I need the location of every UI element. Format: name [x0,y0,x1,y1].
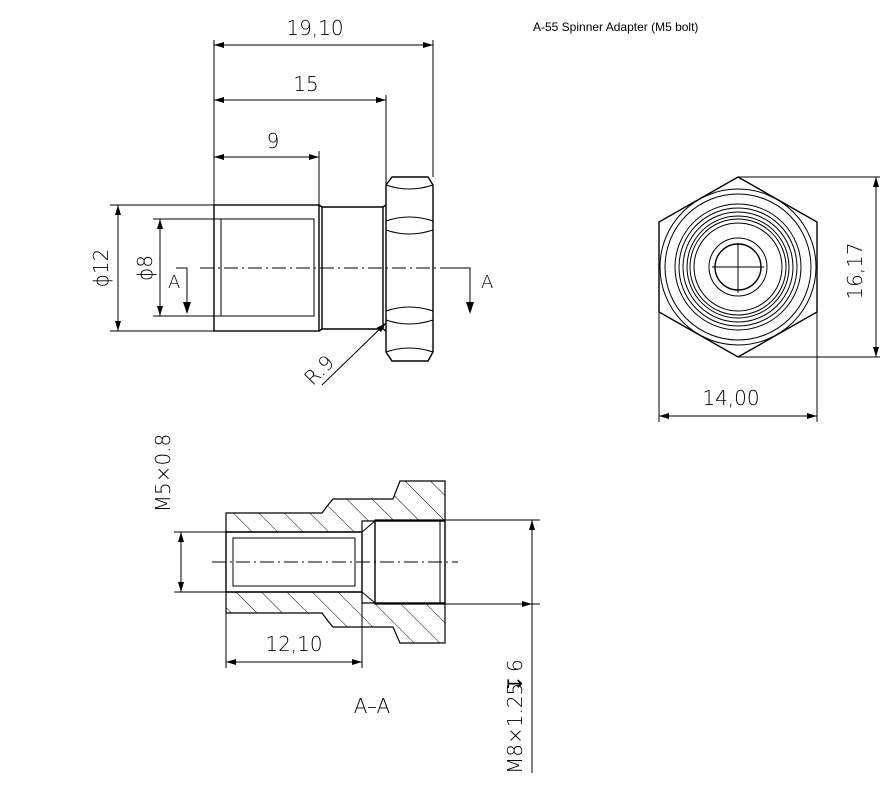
dim-thread-small: M5×0.8 [151,434,175,513]
end-view-outer-circle [659,188,817,346]
dim-height: 16,17 [843,242,867,299]
drawing-title: A-55 Spinner Adapter (M5 bolt) [533,20,698,34]
dim-overall-length: 19,10 [286,16,343,40]
section-wall-top [225,480,446,533]
depth-symbol: ↧ [503,675,527,692]
dim-radius-leader [321,322,387,386]
section-mark-left: A [168,272,180,293]
section-mark-right: A [481,272,493,293]
section-view: M5×0.8 M8×1.25 ↧ 6 12,10 A–A [151,434,540,774]
side-view-body [213,204,387,332]
dim-section-length: 12,10 [265,632,322,656]
dim-thread-large: M8×1.25 [503,683,527,774]
dim-width: 14,00 [702,386,759,410]
side-view-hex [385,176,434,362]
dim-thread-length: 9 [267,129,280,153]
dim-radius: R.9 [299,350,339,390]
dim-dia-outer: ϕ12 [89,249,113,288]
dim-shank-length: 15 [293,72,318,96]
side-view: A A 19,10 15 9 ϕ12 ϕ8 R.9 [89,16,493,390]
end-view: 14,00 16,17 [658,176,880,422]
section-wall-bottom [225,591,446,644]
dim-depth-value: 6 [503,659,527,672]
section-label: A–A [354,694,391,718]
dim-dia-inner: ϕ8 [133,255,157,281]
